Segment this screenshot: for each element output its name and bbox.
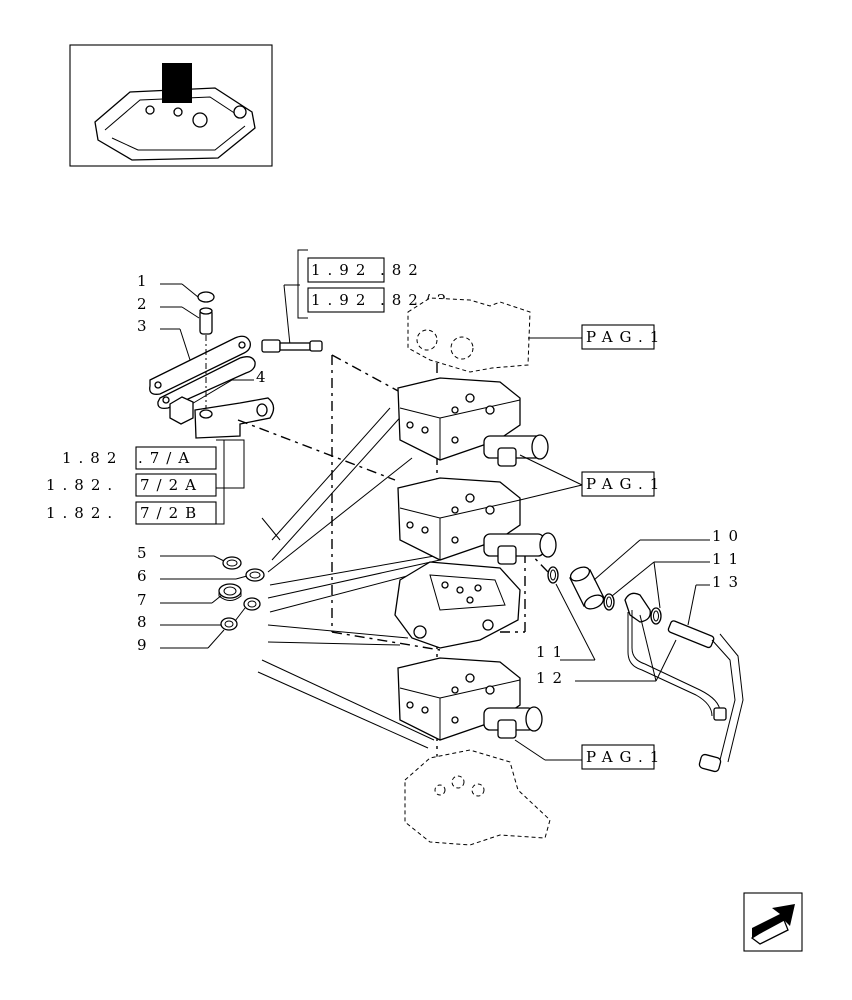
svg-text:1.82: 1.82: [62, 449, 123, 467]
svg-text:1.82.: 1.82.: [46, 476, 119, 494]
ref-1-92-82: 1.92 .82: [307, 257, 425, 283]
seal-leader-lines: [257, 407, 441, 749]
valve-section-1: [397, 377, 549, 467]
svg-text:9: 9: [137, 636, 154, 654]
svg-text:4: 4: [256, 368, 273, 386]
pin-part-2: [199, 307, 213, 335]
fitting-part-10: [569, 566, 605, 610]
label-2: 2: [137, 295, 200, 319]
svg-text:PAG.1: PAG.1: [586, 475, 666, 493]
pipe-part-13: [667, 620, 744, 773]
svg-text:.82: .82: [380, 261, 425, 279]
svg-text:7/2A: 7/2A: [140, 476, 203, 494]
svg-text:1.82.: 1.82.: [46, 504, 119, 522]
svg-text:PAG.1: PAG.1: [586, 748, 666, 766]
lever-part-3: [149, 335, 256, 420]
label-12: 12: [536, 614, 677, 687]
svg-text:11: 11: [712, 550, 745, 568]
svg-text:10: 10: [712, 527, 745, 545]
svg-text:7/2B: 7/2B: [140, 504, 203, 522]
label-10: 10: [593, 527, 745, 581]
svg-text:3: 3: [137, 317, 154, 335]
svg-text:11: 11: [536, 643, 569, 661]
ref-pag-1-middle: PAG.1: [581, 471, 666, 497]
svg-text:5: 5: [137, 544, 154, 562]
svg-text:1: 1: [137, 272, 154, 290]
top-cover-ghost: [407, 297, 582, 373]
ref-pag-1-bottom: PAG.1: [581, 744, 666, 770]
label-5: 5: [137, 544, 242, 570]
cable-end-part: [261, 339, 323, 353]
ref-1-82-7-2B: 1.82. 7/2B: [46, 501, 217, 525]
valve-section-3: [397, 657, 543, 741]
svg-text:.7/A: .7/A: [138, 449, 196, 467]
ref-1-82-7-2A: 1.82. 7/2A: [46, 473, 217, 497]
svg-text:2: 2: [137, 295, 154, 313]
label-11-bottom: 11: [536, 583, 596, 661]
svg-text:7: 7: [137, 591, 154, 609]
bottom-base-ghost: [404, 749, 582, 846]
washer-part-1: [197, 291, 215, 303]
label-7: 7: [137, 583, 242, 609]
next-page-arrow-icon[interactable]: [743, 892, 803, 952]
svg-text:1.92: 1.92: [311, 291, 372, 309]
svg-text:13: 13: [712, 573, 745, 591]
svg-text:1.92: 1.92: [311, 261, 372, 279]
tractor-lift-cover-thumbnail: [69, 44, 273, 167]
svg-text:PAG.1: PAG.1: [586, 328, 666, 346]
label-13: 13: [687, 573, 745, 626]
svg-text:6: 6: [137, 567, 154, 585]
ref-1-82-7-A: 1.82 .7/A: [62, 446, 217, 470]
ref-pag-1-top: PAG.1: [581, 324, 666, 350]
label-9: 9: [137, 617, 238, 654]
seal-part-11-far: [650, 607, 662, 625]
banjo-fitting: [624, 592, 721, 717]
label-6: 6: [137, 567, 265, 585]
seal-part-11-right: [603, 593, 615, 611]
seal-part-11-left: [547, 566, 559, 584]
svg-text:12: 12: [536, 669, 569, 687]
svg-text:8: 8: [137, 613, 154, 631]
valve-section-2: [397, 477, 557, 565]
label-1: 1: [137, 272, 199, 298]
bracket-part-4: 4: [169, 368, 275, 439]
label-11-top: 11: [611, 550, 745, 609]
intermediate-plate: [394, 561, 521, 649]
label-3: 3: [137, 317, 193, 367]
